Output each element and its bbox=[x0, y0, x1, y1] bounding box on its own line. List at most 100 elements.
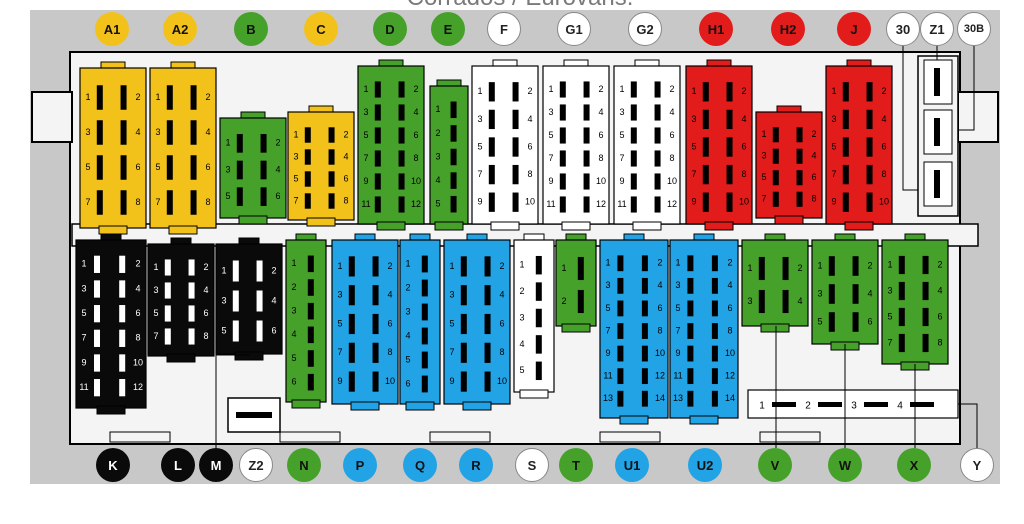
pin-slot bbox=[166, 120, 173, 145]
connector-foot bbox=[561, 323, 591, 333]
pin-number: 2 bbox=[291, 282, 296, 292]
label-q: Q bbox=[403, 448, 437, 482]
pin-number: 12 bbox=[411, 199, 421, 209]
pin-slot bbox=[328, 149, 335, 165]
pin-slot bbox=[304, 193, 311, 209]
socket-blade bbox=[934, 118, 940, 146]
pin-number: 7 bbox=[477, 169, 482, 179]
pin-number: 8 bbox=[669, 153, 674, 163]
pin-slot bbox=[687, 255, 694, 272]
pin-slot bbox=[559, 104, 566, 121]
label-p: P bbox=[343, 448, 377, 482]
pin-slot bbox=[796, 127, 803, 143]
connector-body bbox=[669, 239, 739, 419]
connector-body bbox=[357, 65, 425, 225]
connector-foot bbox=[519, 389, 549, 399]
pin-number: 2 bbox=[405, 282, 410, 292]
pin-slot bbox=[866, 109, 873, 130]
pin-number: 4 bbox=[271, 295, 276, 305]
pin-slot bbox=[348, 256, 355, 277]
connector-foot bbox=[760, 323, 790, 333]
pin-number: 10 bbox=[879, 197, 889, 207]
pin-slot bbox=[488, 82, 495, 102]
socket-blade bbox=[934, 68, 940, 96]
connector-foot bbox=[168, 225, 198, 235]
pin-number: 1 bbox=[605, 258, 610, 268]
pin-slot bbox=[119, 329, 126, 347]
pin-number: 5 bbox=[153, 308, 158, 318]
connector-body bbox=[881, 239, 949, 365]
pin-slot bbox=[256, 260, 263, 282]
pin-slot bbox=[232, 290, 239, 312]
connector-body bbox=[331, 239, 399, 405]
label-m: M bbox=[199, 448, 233, 482]
connector-foot bbox=[619, 415, 649, 425]
connector-foot bbox=[96, 405, 126, 415]
pin-number: 7 bbox=[887, 337, 892, 347]
label-30: 30 bbox=[886, 12, 920, 46]
pin-number: 3 bbox=[691, 114, 696, 124]
pin-slot bbox=[559, 127, 566, 144]
pin-number: 5 bbox=[831, 141, 836, 151]
pin-slot bbox=[852, 284, 859, 304]
pin-slot bbox=[796, 148, 803, 164]
pin-number: 8 bbox=[499, 347, 504, 357]
pin-slot bbox=[782, 289, 789, 314]
pin-number: 5 bbox=[519, 365, 524, 375]
pin-slot bbox=[188, 282, 195, 299]
bottom-notch bbox=[109, 431, 171, 443]
pin-number: 3 bbox=[477, 114, 482, 124]
pin-number: 6 bbox=[205, 162, 210, 172]
pin-number: 6 bbox=[135, 162, 140, 172]
pin-number: 3 bbox=[435, 151, 440, 161]
pin-number: 2 bbox=[519, 286, 524, 296]
pin-slot bbox=[304, 149, 311, 165]
y-pin-number: 2 bbox=[805, 401, 811, 412]
pin-number: 7 bbox=[548, 153, 553, 163]
pin-number: 6 bbox=[271, 325, 276, 335]
pin-slot bbox=[687, 300, 694, 317]
pin-number: 4 bbox=[135, 127, 140, 137]
pin-number: 10 bbox=[667, 176, 677, 186]
label-u1: U1 bbox=[615, 448, 649, 482]
pin-number: 2 bbox=[135, 259, 140, 269]
pin-slot bbox=[654, 196, 661, 213]
pin-slot bbox=[119, 280, 126, 298]
pin-slot bbox=[559, 196, 566, 213]
pin-number: 2 bbox=[205, 92, 210, 102]
pin-slot bbox=[94, 354, 100, 372]
pin-slot bbox=[617, 300, 624, 317]
pin-number: 1 bbox=[519, 260, 524, 270]
pin-number: 3 bbox=[291, 306, 296, 316]
pin-number: 11 bbox=[546, 199, 555, 209]
pin-number: 4 bbox=[741, 114, 746, 124]
pin-slot bbox=[398, 104, 405, 121]
pin-slot bbox=[328, 127, 335, 143]
connector-foot bbox=[234, 351, 264, 361]
pin-number: 2 bbox=[741, 86, 746, 96]
pin-number: 2 bbox=[669, 84, 674, 94]
pin-slot bbox=[711, 323, 718, 339]
pin-slot bbox=[307, 279, 314, 296]
pin-slot bbox=[120, 85, 127, 110]
pin-number: 12 bbox=[725, 371, 735, 381]
connector-foot bbox=[704, 221, 734, 231]
label-j: J bbox=[837, 12, 871, 46]
pin-slot bbox=[641, 300, 648, 317]
connector-body bbox=[429, 85, 469, 225]
pin-slot bbox=[687, 368, 694, 385]
pin-number: 2 bbox=[135, 92, 140, 102]
connector-body bbox=[471, 65, 539, 225]
pin-slot bbox=[702, 109, 709, 130]
pin-number: 5 bbox=[605, 303, 610, 313]
connector-body bbox=[219, 117, 287, 219]
pin-number: 8 bbox=[657, 325, 662, 335]
pin-number: 4 bbox=[727, 280, 732, 290]
pin-number: 1 bbox=[405, 258, 410, 268]
label-t: T bbox=[559, 448, 593, 482]
pin-slot bbox=[260, 187, 267, 206]
pin-slot bbox=[535, 335, 542, 354]
